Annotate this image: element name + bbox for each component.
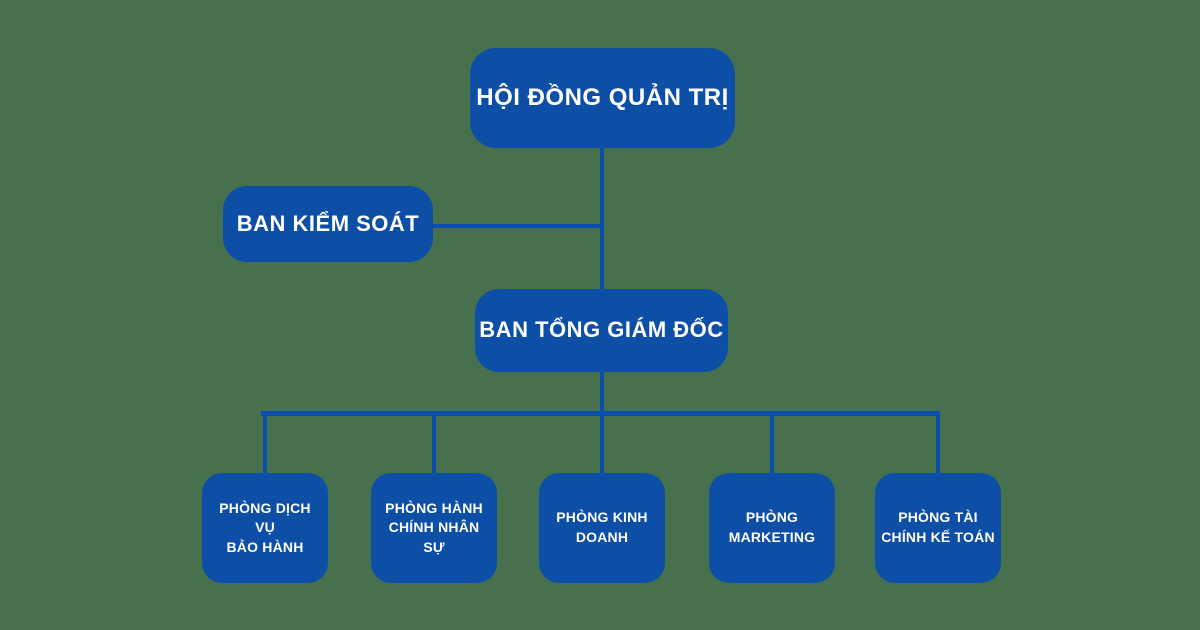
node-dept-warranty-service: PHÒNG DỊCH VỤ BẢO HÀNH bbox=[202, 473, 328, 583]
connector-drop-dept-4 bbox=[770, 413, 774, 474]
connector-drop-dept-5 bbox=[936, 413, 940, 474]
node-dept-finance-accounting: PHÒNG TÀI CHÍNH KẾ TOÁN bbox=[875, 473, 1001, 583]
connector-horizontal-bus bbox=[261, 411, 940, 416]
node-dept-sales: PHÒNG KINH DOANH bbox=[539, 473, 665, 583]
connector-root-to-executive bbox=[600, 147, 604, 290]
node-board-of-directors-label: HỘI ĐỒNG QUẢN TRỊ bbox=[476, 84, 729, 112]
node-dept-marketing: PHÒNG MARKETING bbox=[709, 473, 835, 583]
connector-supervisory-to-trunk bbox=[430, 224, 602, 228]
connector-executive-to-bus bbox=[600, 371, 604, 474]
node-executive-board-label: BAN TỔNG GIÁM ĐỐC bbox=[479, 317, 724, 343]
node-supervisory-board: BAN KIỂM SOÁT bbox=[223, 186, 433, 262]
node-dept-sales-label: PHÒNG KINH DOANH bbox=[556, 509, 648, 545]
node-dept-marketing-label: PHÒNG MARKETING bbox=[728, 509, 816, 545]
node-dept-finance-accounting-label: PHÒNG TÀI CHÍNH KẾ TOÁN bbox=[881, 509, 995, 545]
node-board-of-directors: HỘI ĐỒNG QUẢN TRỊ bbox=[470, 48, 735, 148]
node-executive-board: BAN TỔNG GIÁM ĐỐC bbox=[475, 289, 728, 372]
connector-drop-dept-2 bbox=[432, 413, 436, 474]
connector-drop-dept-1 bbox=[263, 413, 267, 474]
node-dept-hr-admin-label: PHÒNG HÀNH CHÍNH NHÂN SỰ bbox=[385, 499, 483, 555]
node-dept-warranty-service-label: PHÒNG DỊCH VỤ BẢO HÀNH bbox=[219, 499, 311, 555]
node-dept-hr-admin: PHÒNG HÀNH CHÍNH NHÂN SỰ bbox=[371, 473, 497, 583]
node-supervisory-board-label: BAN KIỂM SOÁT bbox=[236, 210, 420, 236]
